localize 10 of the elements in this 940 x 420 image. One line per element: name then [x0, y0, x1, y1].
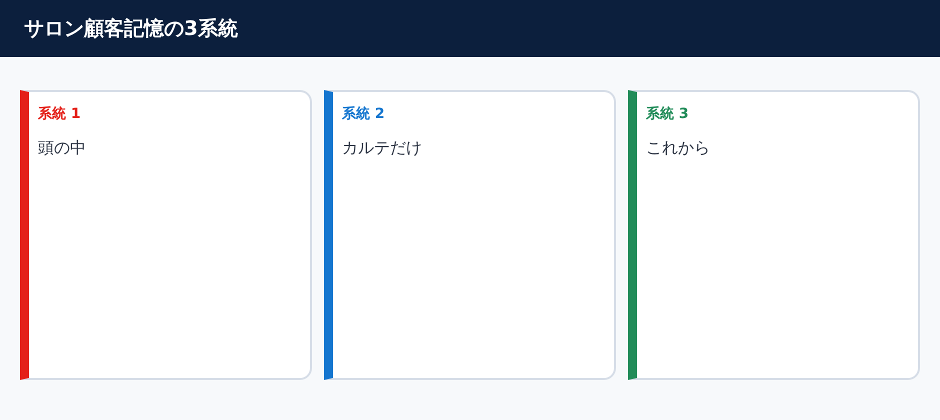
- card-text: カルテだけ: [342, 137, 422, 159]
- card: [324, 90, 616, 380]
- card: [20, 90, 312, 380]
- card-heading: 系統 2: [342, 105, 385, 124]
- card-text: これから: [646, 137, 710, 159]
- card-text: 頭の中: [38, 137, 86, 159]
- card: [628, 90, 920, 380]
- card-heading: 系統 3: [646, 105, 689, 124]
- title-bar: サロン顧客記憶の3系統: [0, 0, 940, 57]
- card-heading: 系統 1: [38, 105, 81, 124]
